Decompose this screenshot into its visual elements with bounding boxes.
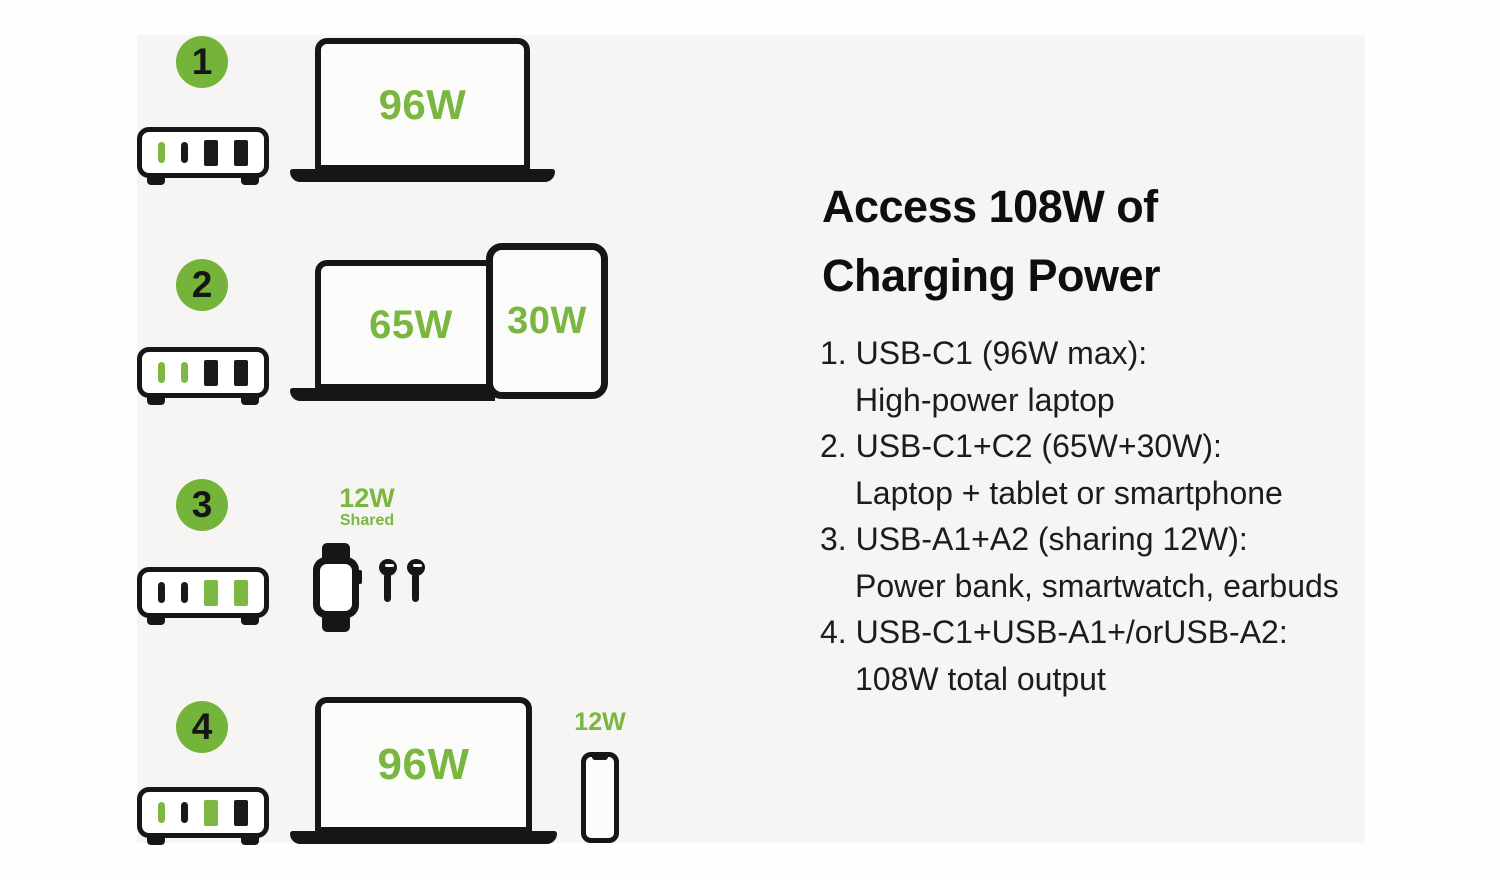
feature-list: 1. USB-C1 (96W max): High-power laptop 2…: [820, 330, 1372, 702]
feature-item-2: 2. USB-C1+C2 (65W+30W): Laptop + tablet …: [820, 423, 1372, 516]
phone-power-label: 12W: [574, 708, 626, 736]
charger-icon: [137, 347, 269, 405]
page-title-line1: Access 108W of: [822, 181, 1158, 232]
smartphone-icon: [581, 752, 619, 843]
smartwatch-icon: [313, 543, 362, 632]
shared-power-watts: 12W: [339, 483, 395, 513]
feature-item-3: 3. USB-A1+A2 (sharing 12W): Power bank, …: [820, 516, 1372, 609]
step-number: 2: [191, 264, 213, 305]
feature-detail: 108W total output: [855, 661, 1106, 697]
charger-icon: [137, 787, 269, 845]
feature-head: 2. USB-C1+C2 (65W+30W):: [820, 428, 1222, 464]
tablet-power-label: 30W: [507, 299, 587, 342]
usb-c1-port: [158, 362, 165, 383]
charger-ports: [137, 347, 269, 398]
page-title-line2: Charging Power: [822, 250, 1161, 301]
feature-head: 1. USB-C1 (96W max):: [820, 335, 1148, 371]
usb-c2-port: [181, 142, 188, 163]
charger-foot: [241, 617, 259, 625]
usb-a1-port: [204, 799, 218, 826]
laptop-power-label: 96W: [378, 80, 467, 128]
laptop-base: [290, 169, 555, 182]
laptop-base: [290, 831, 557, 844]
laptop-power-label: 65W: [369, 302, 453, 347]
usb-a1-port: [204, 139, 218, 166]
step-badge-1: 1: [176, 36, 228, 88]
feature-detail: Laptop + tablet or smartphone: [855, 475, 1283, 511]
phone-notch: [592, 756, 608, 760]
usb-a2-port: [234, 579, 248, 606]
feature-head: 4. USB-C1+USB-A1+/orUSB-A2:: [820, 614, 1288, 650]
laptop-power-label: 96W: [377, 740, 470, 789]
charger-foot: [147, 837, 165, 845]
usb-a2-port: [234, 139, 248, 166]
step-number: 1: [191, 41, 213, 82]
step-number: 4: [191, 706, 213, 747]
usb-c2-port: [181, 362, 188, 383]
earbud-left: [379, 559, 398, 604]
usb-c1-port: [158, 802, 165, 823]
usb-a2-port: [234, 359, 248, 386]
charger-ports: [137, 127, 269, 178]
charger-ports: [137, 787, 269, 838]
charger-foot: [241, 177, 259, 185]
usb-a1-port: [204, 579, 218, 606]
usb-c2-port: [181, 582, 188, 603]
feature-detail: High-power laptop: [855, 382, 1115, 418]
earbud-right: [407, 559, 426, 604]
shared-power-label: 12W Shared: [322, 484, 412, 530]
shared-power-note: Shared: [339, 512, 395, 529]
feature-detail: Power bank, smartwatch, earbuds: [855, 568, 1339, 604]
charger-icon: [137, 567, 269, 625]
charger-foot: [147, 617, 165, 625]
charger-foot: [241, 397, 259, 405]
page-title: Access 108W of Charging Power: [822, 172, 1342, 310]
charger-foot: [241, 837, 259, 845]
charger-icon: [137, 127, 269, 185]
charger-foot: [147, 397, 165, 405]
step-number: 3: [191, 484, 213, 525]
step-badge-4: 4: [176, 701, 228, 753]
usb-c1-port: [158, 582, 165, 603]
charger-ports: [137, 567, 269, 618]
earbuds-icon: [379, 559, 429, 604]
usb-c1-port: [158, 142, 165, 163]
feature-item-4: 4. USB-C1+USB-A1+/orUSB-A2: 108W total o…: [820, 609, 1372, 702]
usb-c2-port: [181, 802, 188, 823]
step-badge-3: 3: [176, 479, 228, 531]
feature-item-1: 1. USB-C1 (96W max): High-power laptop: [820, 330, 1372, 423]
laptop-base: [290, 388, 495, 401]
tablet-icon: 30W: [486, 243, 608, 399]
step-badge-2: 2: [176, 259, 228, 311]
usb-a2-port: [234, 799, 248, 826]
feature-head: 3. USB-A1+A2 (sharing 12W):: [820, 521, 1248, 557]
charger-foot: [147, 177, 165, 185]
usb-a1-port: [204, 359, 218, 386]
